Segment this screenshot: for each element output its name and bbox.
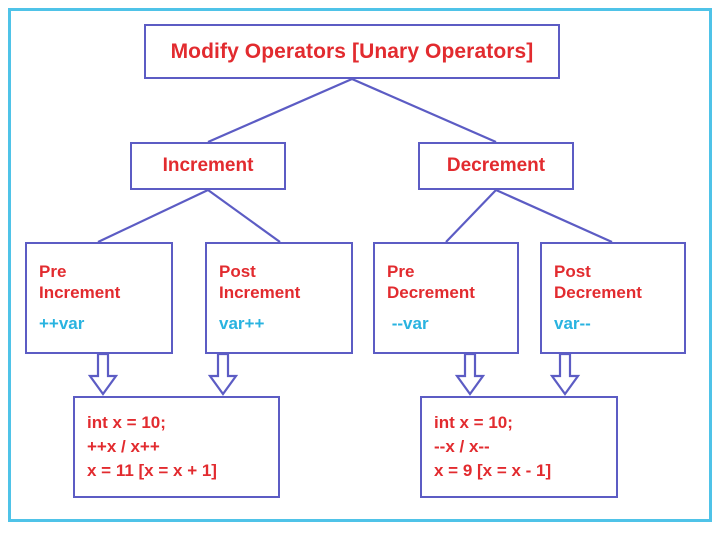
node-result-increment[interactable]: int x = 10; ++x / x++ x = 11 [x = x + 1] xyxy=(73,396,280,498)
node-pre-decrement-label: Pre Decrement xyxy=(387,262,475,302)
result-decrement-line-3: x = 9 [x = x - 1] xyxy=(434,461,552,481)
node-pre-decrement-code: --var xyxy=(387,313,429,333)
node-post-decrement-code: var-- xyxy=(554,313,591,333)
node-pre-increment-code: ++var xyxy=(39,313,85,333)
node-pre-decrement[interactable]: Pre Decrement --var xyxy=(373,242,519,354)
result-decrement-line-2: --x / x-- xyxy=(434,436,490,456)
node-post-decrement[interactable]: Post Decrement var-- xyxy=(540,242,686,354)
result-increment-line-2: ++x / x++ xyxy=(87,436,160,456)
node-post-increment-label: Post Increment xyxy=(219,262,301,302)
node-pre-increment-label: Pre Increment xyxy=(39,262,121,302)
result-increment-line-1: int x = 10; xyxy=(87,412,166,432)
node-decrement[interactable]: Decrement xyxy=(418,142,574,190)
result-decrement-line-1: int x = 10; xyxy=(434,412,513,432)
node-root[interactable]: Modify Operators [Unary Operators] xyxy=(144,24,560,79)
node-post-increment[interactable]: Post Increment var++ xyxy=(205,242,353,354)
node-post-increment-code: var++ xyxy=(219,313,265,333)
node-result-decrement[interactable]: int x = 10; --x / x-- x = 9 [x = x - 1] xyxy=(420,396,618,498)
node-post-decrement-label: Post Decrement xyxy=(554,262,642,302)
node-increment-label: Increment xyxy=(162,155,254,176)
result-increment-line-3: x = 11 [x = x + 1] xyxy=(87,461,217,481)
node-pre-increment[interactable]: Pre Increment ++var xyxy=(25,242,173,354)
node-increment[interactable]: Increment xyxy=(130,142,286,190)
node-root-label: Modify Operators [Unary Operators] xyxy=(170,39,534,63)
node-decrement-label: Decrement xyxy=(446,155,546,176)
